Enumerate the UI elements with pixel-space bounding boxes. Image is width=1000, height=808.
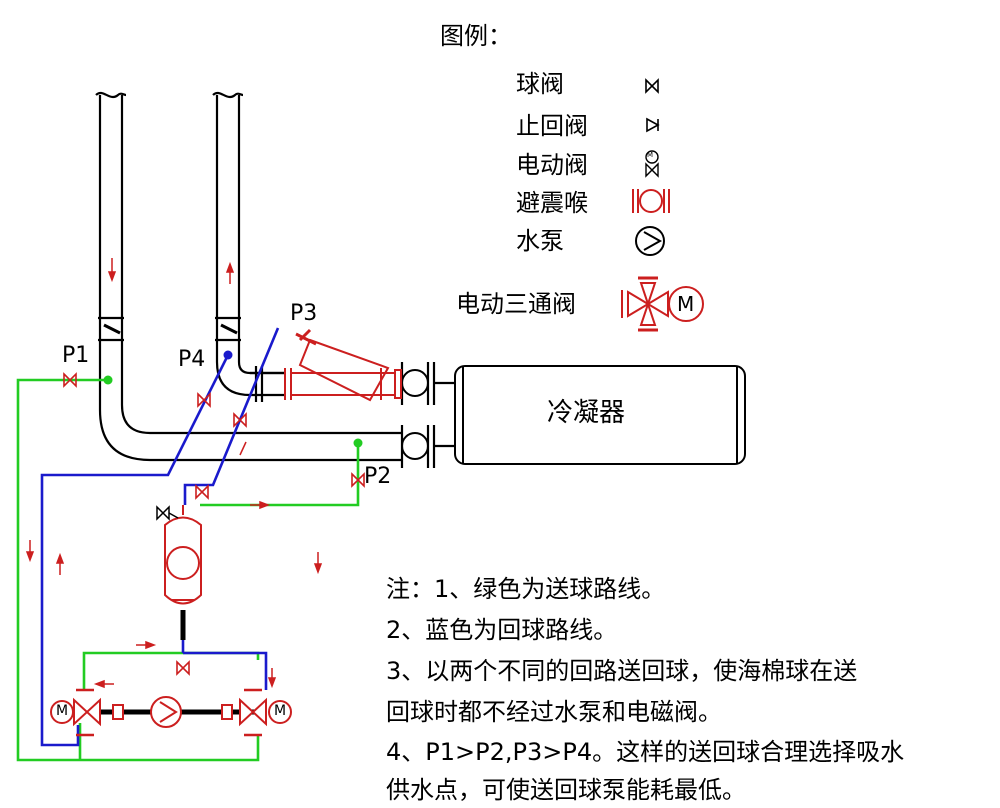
note-line-5: 4、P1>P2,P3>P4。这样的送回球合理选择吸水: [386, 738, 905, 766]
legend-label-three-way-valve: 电动三通阀: [456, 290, 576, 318]
motor-icon: [268, 700, 292, 724]
return-line: [40, 327, 280, 747]
ball-valve-icon: [63, 373, 365, 675]
motor-mark-legend: M: [677, 292, 695, 316]
pump-icon: [150, 696, 182, 728]
condenser: [454, 365, 746, 465]
legend-title: 图例：: [440, 22, 512, 50]
check-valve-icon: [646, 117, 660, 133]
point-p4-label: P4: [178, 347, 206, 372]
ball-valve-icon: [645, 78, 659, 94]
shock-absorber-icon: [401, 369, 429, 460]
note-line-4: 回球时都不经过水泵和电磁阀。: [386, 698, 722, 726]
p1-tap: [103, 375, 113, 385]
legend-label-ball-valve: 球阀: [516, 70, 564, 98]
pump-assembly: [50, 688, 292, 737]
motor-mark-right: M: [274, 703, 287, 719]
note-line-2: 2、蓝色为回球路线。: [386, 616, 618, 644]
legend-label-check-valve: 止回阀: [516, 112, 588, 140]
point-p2-label: P2: [364, 464, 392, 489]
motor-mark-valve: M: [647, 151, 654, 159]
vent-valve-icon: [156, 505, 179, 521]
water-pump-icon: [635, 226, 665, 256]
motorized-three-way-valve-icon: [621, 276, 704, 332]
point-p3-label: P3: [290, 301, 318, 326]
legend-label-motorized-valve: 电动阀: [516, 151, 588, 179]
main-pipes: [95, 91, 455, 468]
condenser-label: 冷凝器: [547, 398, 626, 428]
legend-label-shock-absorber: 避震喉: [516, 189, 588, 217]
note-line-6: 供水点，可使送回球泵能耗最低。: [386, 776, 746, 804]
ball-collector: [284, 328, 402, 402]
note-line-3: 3、以两个不同的回路送回球，使海棉球在送: [386, 657, 858, 685]
p4-tap: [223, 350, 233, 360]
note-line-1: 注：1、绿色为送球路线。: [386, 575, 666, 603]
p2-tap: [353, 438, 363, 448]
ball-separator: [164, 505, 202, 605]
point-p1-label: P1: [62, 343, 90, 368]
flow-arrows: [25, 258, 323, 689]
motorized-valve-icon: [645, 150, 659, 178]
motor-mark-left: M: [56, 703, 69, 719]
legend-label-water-pump: 水泵: [516, 227, 564, 255]
shock-absorber-icon: [632, 189, 670, 213]
